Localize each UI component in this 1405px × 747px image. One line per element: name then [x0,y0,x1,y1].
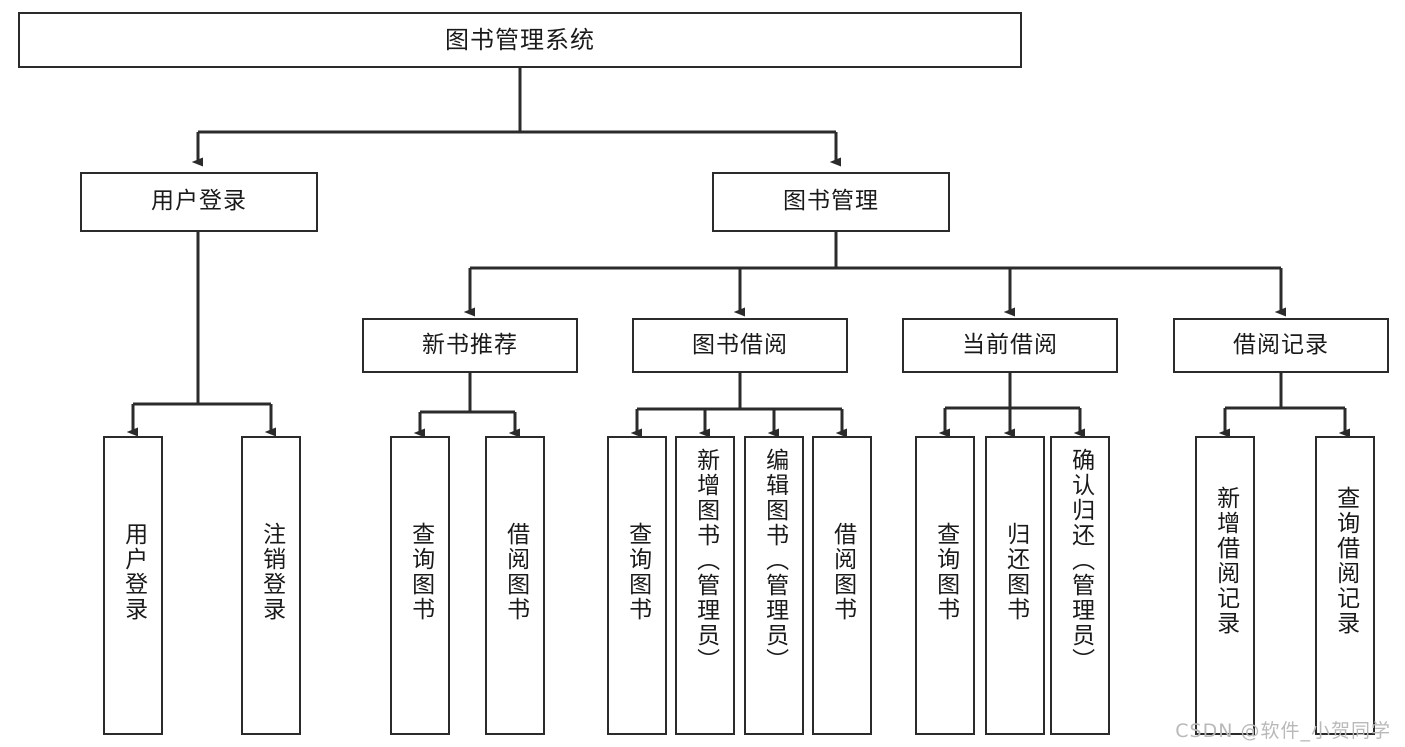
node-user-login[interactable]: 用户登录 [80,172,318,232]
watermark-text: CSDN @软件_小贺同学 [1175,720,1391,742]
node-leaf-borrow-book-1[interactable]: 借阅图书 [485,436,545,735]
node-current-borrow[interactable]: 当前借阅 [902,318,1118,373]
node-leaf-confirm-return-label: 确认归还（管理员） [1067,448,1094,673]
node-leaf-add-book[interactable]: 新增图书（管理员） [675,436,735,735]
node-leaf-borrow-book-2-label: 借阅图书 [829,522,856,622]
node-leaf-edit-book-label: 编辑图书（管理员） [761,448,788,673]
node-new-book-recommend-label: 新书推荐 [422,331,518,358]
node-root[interactable]: 图书管理系统 [18,12,1022,68]
node-leaf-add-book-label: 新增图书（管理员） [692,448,719,673]
node-leaf-borrow-book-2[interactable]: 借阅图书 [812,436,872,735]
node-leaf-edit-book[interactable]: 编辑图书（管理员） [744,436,804,735]
node-leaf-query-book-2[interactable]: 查询图书 [607,436,667,735]
node-leaf-query-book-2-label: 查询图书 [624,522,651,622]
node-leaf-add-borrow-record[interactable]: 新增借阅记录 [1195,436,1255,735]
node-leaf-add-borrow-record-label: 新增借阅记录 [1212,486,1239,636]
node-leaf-query-book-3[interactable]: 查询图书 [915,436,975,735]
node-new-book-recommend[interactable]: 新书推荐 [362,318,578,373]
node-book-borrow[interactable]: 图书借阅 [632,318,848,373]
node-leaf-logout-login-label: 注销登录 [258,522,285,622]
node-leaf-query-book-1[interactable]: 查询图书 [390,436,450,735]
node-leaf-query-borrow-record[interactable]: 查询借阅记录 [1315,436,1375,735]
node-leaf-return-book[interactable]: 归还图书 [985,436,1045,735]
node-user-login-label: 用户登录 [151,188,247,215]
node-borrow-record-label: 借阅记录 [1233,331,1329,358]
node-root-label: 图书管理系统 [445,25,595,54]
node-leaf-user-login[interactable]: 用户登录 [103,436,163,735]
node-borrow-record[interactable]: 借阅记录 [1173,318,1389,373]
node-leaf-query-book-1-label: 查询图书 [407,522,434,622]
node-leaf-confirm-return[interactable]: 确认归还（管理员） [1050,436,1110,735]
node-book-borrow-label: 图书借阅 [692,331,788,358]
node-book-management[interactable]: 图书管理 [712,172,950,232]
node-leaf-query-borrow-record-label: 查询借阅记录 [1332,486,1359,636]
node-leaf-return-book-label: 归还图书 [1002,522,1029,622]
node-leaf-user-login-label: 用户登录 [120,522,147,622]
node-current-borrow-label: 当前借阅 [962,331,1058,358]
node-leaf-query-book-3-label: 查询图书 [932,522,959,622]
node-leaf-borrow-book-1-label: 借阅图书 [502,522,529,622]
node-leaf-logout-login[interactable]: 注销登录 [241,436,301,735]
node-book-management-label: 图书管理 [783,188,879,215]
